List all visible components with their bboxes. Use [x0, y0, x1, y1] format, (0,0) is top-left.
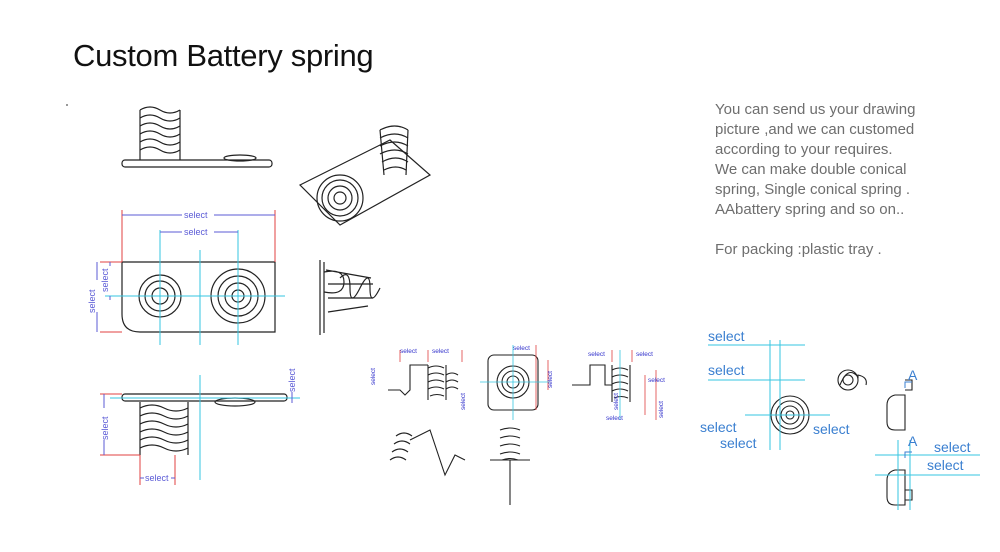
dimension-label: select [636, 351, 653, 358]
spring-side-view-bottom: select select select [100, 368, 300, 485]
stray-dot [66, 104, 68, 106]
packing-note: For packing :plastic tray . [715, 241, 882, 258]
plate-top-view: select select select select [87, 210, 285, 345]
dimension-label: select [100, 416, 110, 440]
spiral-spring-perspective [298, 125, 432, 226]
dimension-label: select [460, 393, 467, 410]
dimension-label: select [708, 362, 745, 378]
page-title: Custom Battery spring [73, 38, 374, 73]
dimension-label: select [184, 210, 208, 220]
description-line: picture ,and we can customed [715, 121, 915, 138]
dimension-label: select [648, 377, 665, 384]
description-block: You can send us your drawing picture ,an… [715, 100, 975, 260]
description-line: spring, Single conical spring . [715, 181, 911, 198]
dimension-label: select [658, 401, 665, 418]
contact-spring-views: select select select select select selec… [370, 345, 665, 505]
conical-spring-side [319, 260, 381, 335]
dimension-label: select [513, 345, 530, 352]
dimension-label: select [720, 435, 757, 451]
dimension-label: select [927, 457, 964, 473]
dimension-label: select [87, 289, 97, 313]
dimension-label: select [100, 268, 110, 292]
spring-side-view-top [121, 106, 273, 168]
dimension-label: select [813, 421, 850, 437]
dimension-label: select [606, 415, 623, 422]
dimension-label: select [287, 368, 297, 392]
dimension-label: select [934, 439, 971, 455]
dimension-label: select [613, 393, 620, 410]
dimension-label: select [184, 227, 208, 237]
description-line: You can send us your drawing [715, 101, 916, 118]
spiral-contact-views: select select select select select selec… [700, 328, 980, 510]
dimension-label: select [708, 328, 745, 344]
description-line: AAbattery spring and so on.. [715, 201, 905, 218]
dimension-label: select [145, 473, 169, 483]
description-line: We can make double conical [715, 161, 907, 178]
section-label: A [908, 433, 918, 449]
dimension-label: select [700, 419, 737, 435]
dimension-label: select [400, 348, 417, 355]
dimension-label: select [370, 368, 377, 385]
dimension-label: select [432, 348, 449, 355]
dimension-label: select [547, 371, 554, 388]
section-label: A [908, 367, 918, 383]
description-line: according to your requires. [715, 141, 893, 158]
dimension-label: select [588, 351, 605, 358]
